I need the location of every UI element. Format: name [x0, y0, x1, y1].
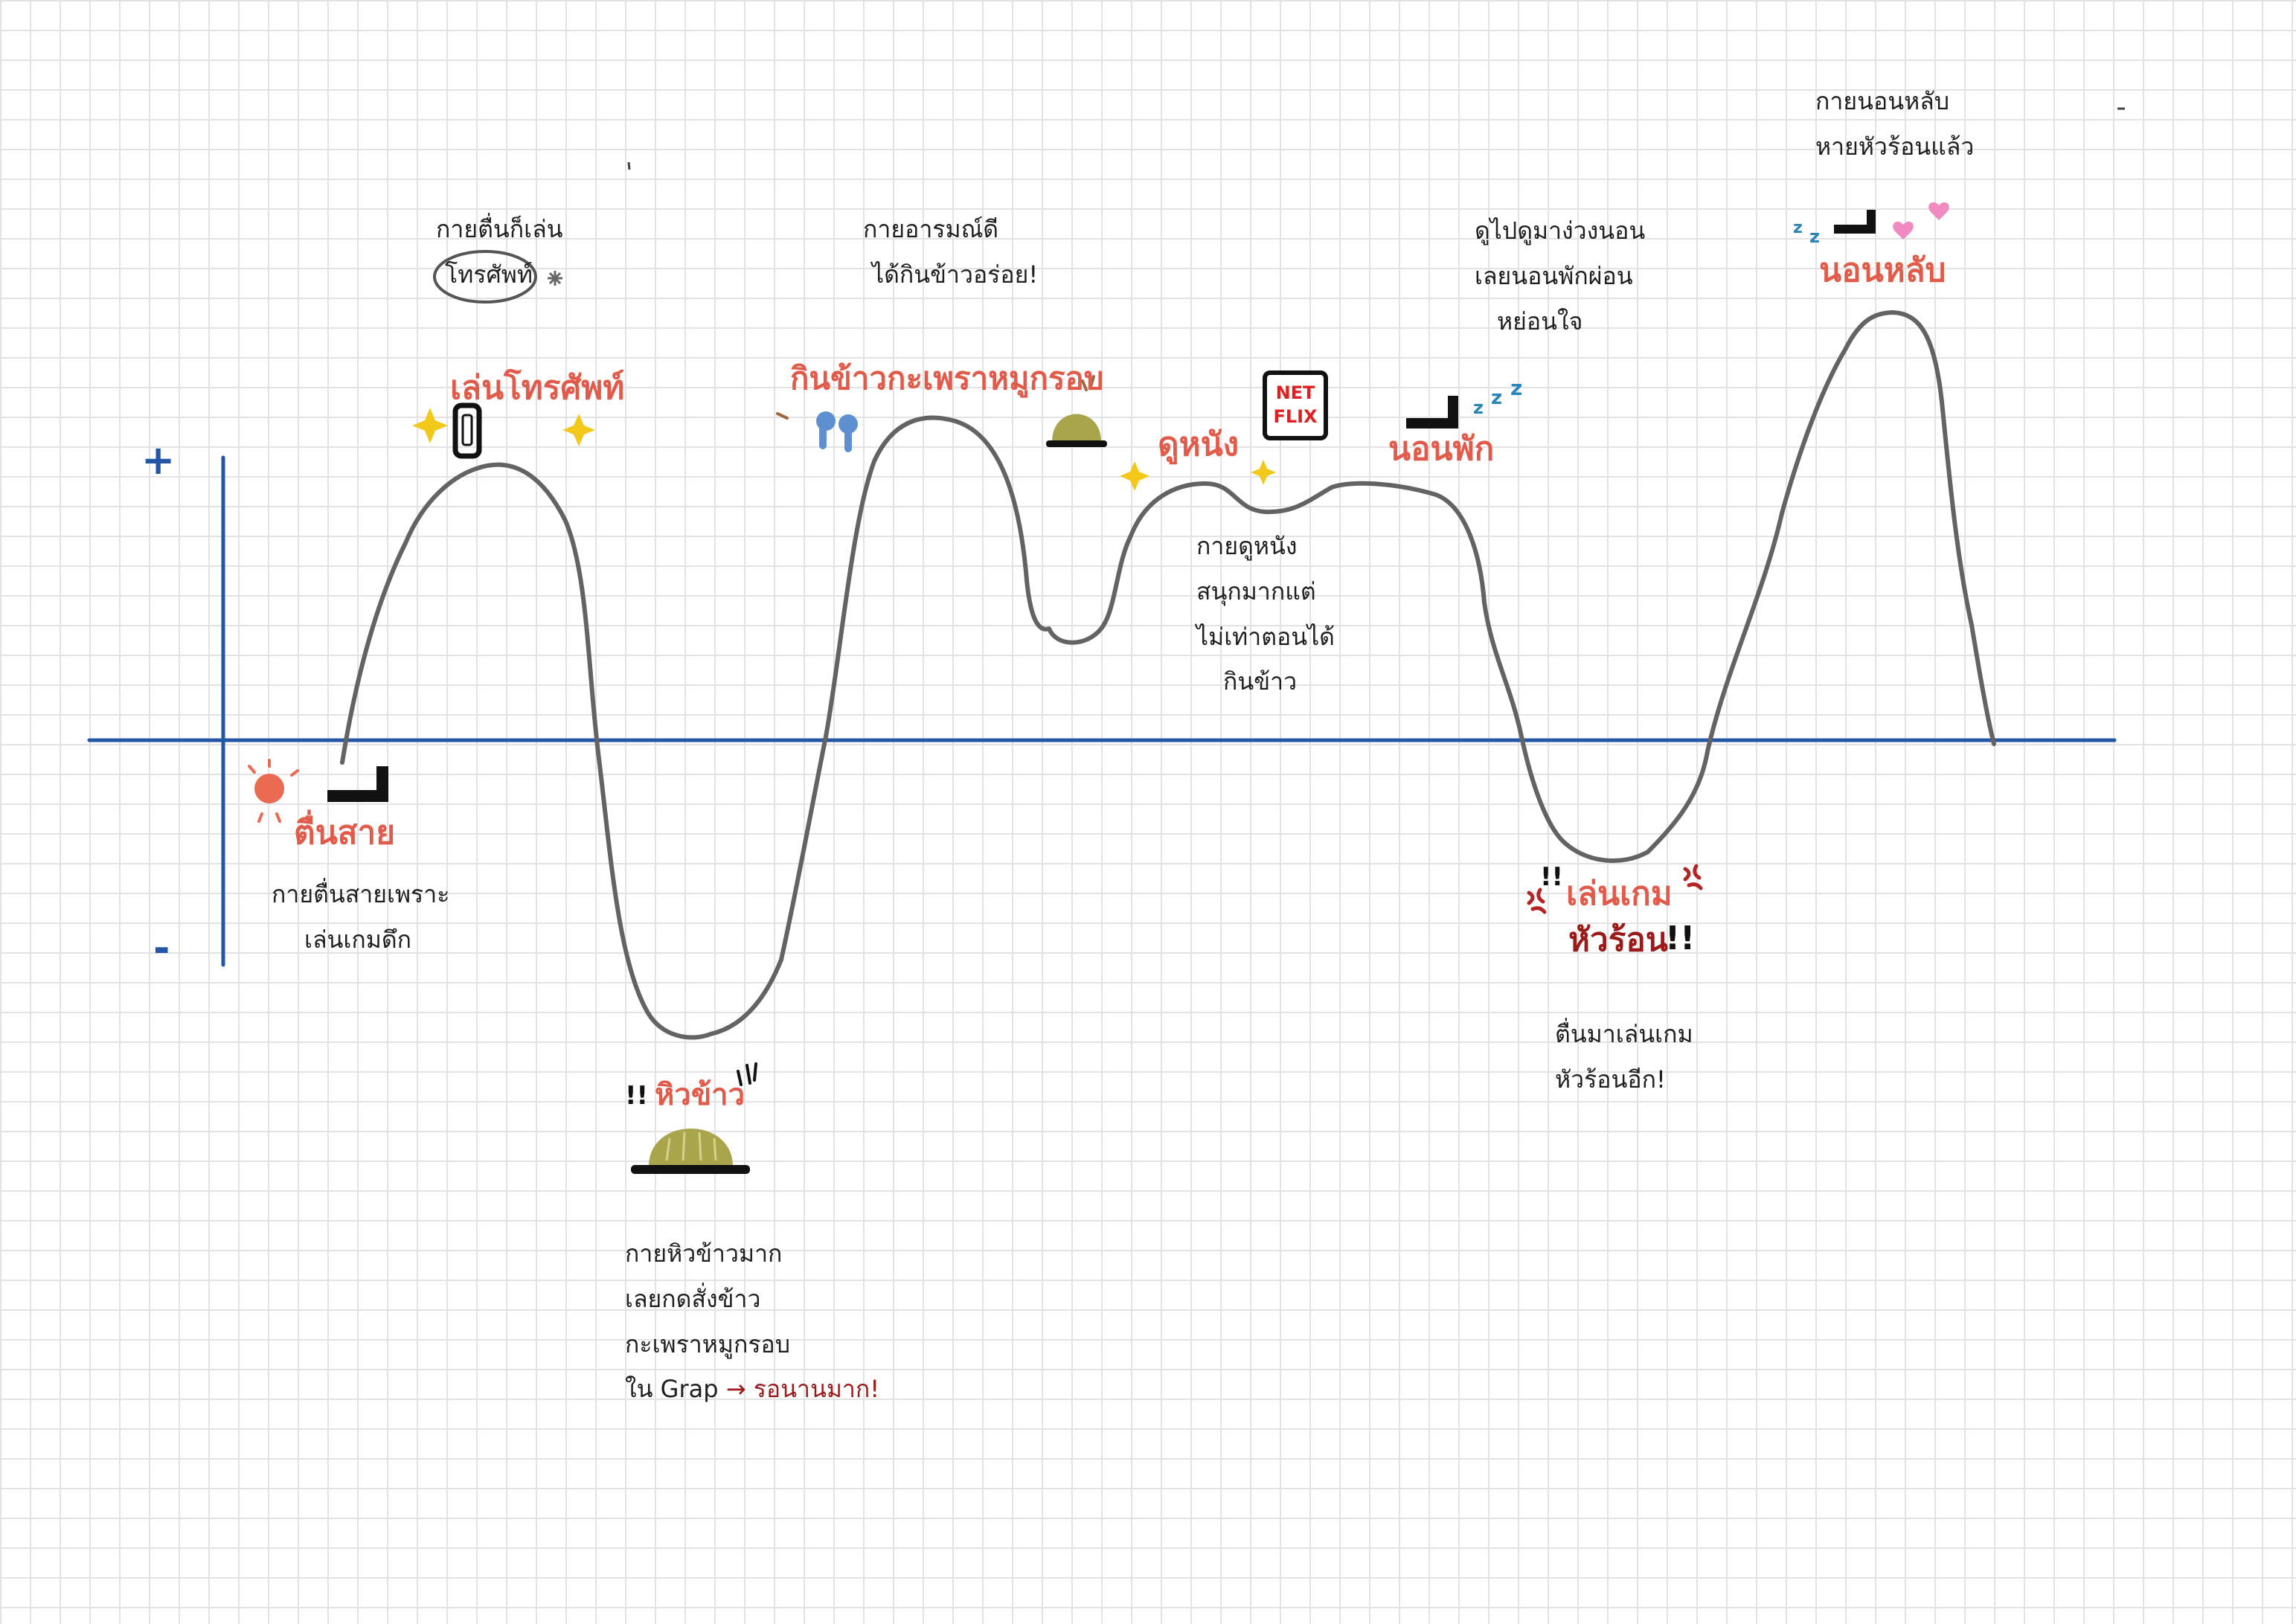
event-label-phone: เล่นโทรศัพท์	[450, 369, 625, 407]
sleep-z-icon: z	[1510, 376, 1523, 400]
note-rest: ดูไปดูมาง่วงนอน เลยนอนพักผ่อน หย่อนใจ	[1475, 216, 1646, 336]
axis-plus-label: +	[141, 437, 176, 484]
note-eat: กายอารมณ์ดี ได้กินข้าวอร่อย!	[863, 215, 1039, 289]
note-phone: กายตื่นก็เล่น โทรศัพท์	[436, 215, 563, 289]
sun-icon	[248, 759, 299, 823]
heart-icon	[1893, 202, 1949, 240]
rice-bowl-icon	[1046, 414, 1107, 447]
event-label-hungry: หิวข้าว	[655, 1078, 745, 1112]
motion-lines-icon	[776, 375, 1095, 420]
event-label-eat: กินข้าวกะเพราหมูกรอบ	[790, 360, 1104, 397]
stress-lines-icon	[737, 1062, 757, 1086]
sleep-z-icon: z	[1809, 226, 1820, 247]
note-circle	[433, 250, 537, 304]
event-label-game: เล่นเกม	[1566, 875, 1673, 913]
note-sleep: กายนอนหลับ หายหัวร้อนแล้ว	[1815, 87, 1975, 161]
sparkle-icon	[412, 408, 595, 446]
axis-minus-label: -	[153, 925, 170, 972]
mood-curve	[340, 310, 1996, 1040]
sleep-z-icon: z	[1793, 219, 1803, 237]
note-hungry: กายหิวข้าวมาก เลยกดสั่งข้าว กะเพราหมูกรอ…	[625, 1231, 879, 1412]
event-label-wake: ตื่นสาย	[294, 814, 395, 852]
sparkle-icon	[1120, 460, 1276, 491]
tv-icon: NET FLIX	[1263, 370, 1328, 440]
event-label-movie: ดูหนัง	[1158, 426, 1240, 463]
event-label-game-angry: หัวร้อน	[1568, 921, 1668, 959]
bed-icon	[1834, 210, 1876, 234]
event-label-rest: นอนพัก	[1388, 430, 1495, 468]
bed-icon	[327, 766, 388, 802]
phone-icon	[452, 402, 482, 459]
exclamation-mark: !!	[625, 1081, 649, 1111]
note-game: ตื่นมาเล่นเกม หัวร้อนอีก!	[1555, 1020, 1693, 1094]
exclamation-mark: !!	[1540, 862, 1564, 892]
asterisk-icon	[548, 271, 562, 286]
anger-icon	[1527, 864, 1703, 914]
sleep-z-icon: z	[1491, 387, 1503, 409]
event-label-sleep: นอนหลับ	[1819, 251, 1946, 289]
note-wake: กายตื่นสายเพราะ เล่นเกมดึก	[272, 880, 450, 954]
sleep-z-icon: z	[1473, 397, 1484, 418]
exclamation-mark: !!	[1665, 919, 1696, 957]
bed-icon	[1406, 396, 1458, 429]
rice-bowl-icon	[631, 1129, 750, 1174]
earbuds-icon	[816, 411, 858, 452]
note-movie: กายดูหนัง สนุกมากแต่ ไม่เท่าตอนได้ กินข้…	[1196, 532, 1335, 696]
note-hungry-last-line: ใน Grap → รอนานมาก!	[625, 1375, 880, 1404]
